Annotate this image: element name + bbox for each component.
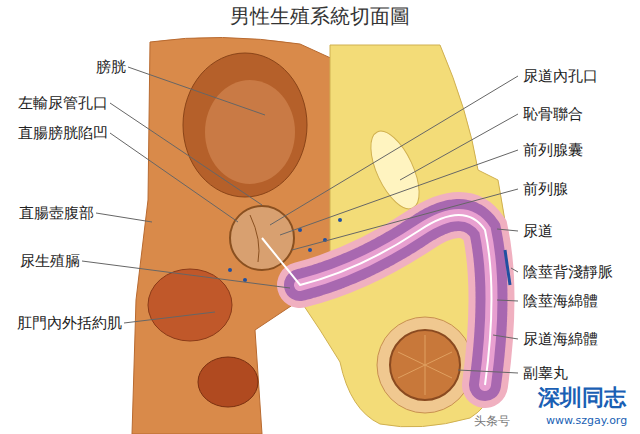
- fat-and-skin: [300, 45, 511, 427]
- watermark-url: www.szgay.org: [546, 414, 627, 427]
- leader-lines: [82, 67, 518, 373]
- part-label: 尿生殖膈: [20, 252, 80, 270]
- part-label: 膀胱: [96, 58, 126, 76]
- rectum: [148, 269, 232, 341]
- part-label: 前列腺囊: [523, 141, 583, 159]
- part-label: 恥骨聯合: [523, 105, 583, 123]
- scrotum: [377, 317, 473, 413]
- title: 男性生殖系統切面圖: [230, 4, 410, 28]
- part-label: 陰莖海綿體: [523, 292, 598, 310]
- part-label: 直腸壺腹部: [19, 204, 94, 222]
- watermark: 头条号: [474, 414, 510, 428]
- prostate-detail: [250, 215, 259, 262]
- part-label: 左輸尿管孔口: [18, 94, 108, 112]
- watermark: 深圳同志: [538, 385, 626, 411]
- part-label: 肛門內外括約肌: [17, 314, 122, 332]
- bladder: [183, 53, 307, 197]
- urethra: [262, 215, 492, 385]
- anal-sphincter: [198, 357, 258, 407]
- part-label: 副睾丸: [523, 364, 568, 382]
- pelvic-tissue: [132, 37, 340, 434]
- testis-lobules: [398, 335, 452, 395]
- part-label: 陰莖背淺靜脈: [523, 263, 613, 281]
- part-label: 直腸膀胱陷凹: [18, 124, 108, 142]
- bladder-lumen: [205, 80, 295, 184]
- dorsal-vein: [505, 250, 510, 285]
- part-label: 尿道: [523, 222, 553, 240]
- part-label: 尿道內孔口: [523, 67, 598, 85]
- part-label: 前列腺: [523, 180, 568, 198]
- vessel-dots: [228, 218, 342, 282]
- part-label: 尿道海綿體: [523, 330, 598, 348]
- testis: [390, 330, 460, 400]
